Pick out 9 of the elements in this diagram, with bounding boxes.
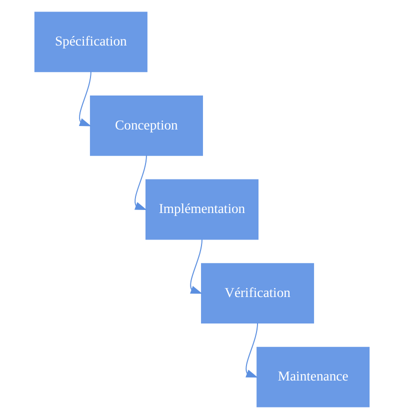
node-box: Vérification: [200, 263, 314, 324]
arrow: [134, 154, 146, 210]
node-box: Maintenance: [256, 346, 370, 408]
node-box: Spécification: [34, 12, 147, 72]
arrow: [190, 238, 202, 294]
node-box: Conception: [89, 96, 202, 156]
node-box: Implémentation: [144, 179, 258, 240]
arrow: [245, 322, 258, 378]
arrow: [78, 71, 91, 126]
